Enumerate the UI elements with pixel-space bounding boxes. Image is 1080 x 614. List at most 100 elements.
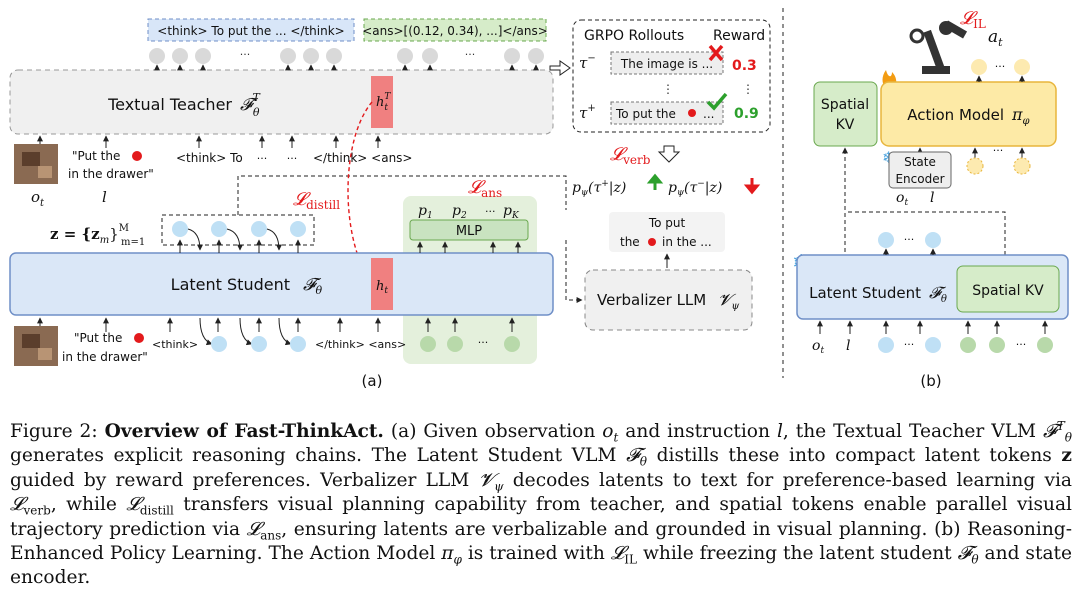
strawberry-icon-4: [648, 238, 656, 246]
caption-verb-sym: 𝓥: [478, 469, 495, 491]
caption-s3: , the Textual Teacher VLM: [782, 421, 1037, 442]
instr-label-teacher: l: [102, 188, 107, 206]
caption-teacher-sup: T: [1056, 418, 1065, 433]
verbalizer-label: Verbalizer LLM: [597, 291, 706, 309]
reward-pos: 0.9: [734, 106, 759, 122]
think-output-box: [147, 18, 355, 42]
action-output-label: at: [988, 27, 1003, 49]
action-model-block: [880, 81, 1057, 147]
kv-connector-2: [845, 211, 1006, 262]
dots-8: ···: [904, 233, 915, 246]
pk-label: pK: [503, 203, 520, 221]
caption-l: l: [776, 421, 783, 442]
spatial-kv-large: [956, 265, 1060, 313]
dots-p: ···: [485, 205, 496, 218]
action-output-tokens: [971, 59, 1030, 75]
student-think-open: <think>: [152, 338, 198, 351]
action-model-label: Action Model: [907, 106, 1004, 124]
obs-label-b: ot: [896, 190, 908, 208]
student-hidden-state: [371, 258, 393, 310]
strawberry-icon: [132, 151, 142, 161]
caption-label: Figure 2:: [10, 421, 98, 442]
instruction-teacher-1: "Put the: [72, 149, 120, 163]
student-b-spatial-inputs: [960, 337, 1053, 353]
spatial-tokens-input: [420, 336, 520, 352]
caption-student-sym: 𝓕: [626, 445, 640, 467]
figure-diagram: <think> To put the ... </think> <ans>[(0…: [9, 8, 1069, 390]
caption-pi: π: [441, 543, 454, 565]
verbalizer-llm-block: [584, 269, 753, 331]
rollout-pos-box: [610, 101, 724, 125]
caption-s2: and instruction: [625, 421, 770, 442]
ans-output-text: <ans>[(0.12, 0.34), ...]</ans>: [362, 24, 548, 38]
caption-s8: , while: [50, 494, 117, 516]
dots-6: ···: [995, 60, 1006, 73]
student-b-output-tokens: [878, 232, 941, 248]
vdots-2: ⋮: [742, 82, 754, 96]
up-arrow-green: [646, 173, 664, 190]
dots-5: ···: [478, 336, 489, 349]
mlp-label: MLP: [456, 224, 482, 239]
caption-student-sub2: θ: [971, 552, 979, 567]
action-model-symbol: πφ: [1011, 105, 1030, 127]
spatial-kv-small-2: KV: [836, 117, 855, 133]
dots-7: ···: [993, 144, 1004, 157]
figure-caption: Figure 2: Overview of Fast-ThinkAct. (a)…: [10, 418, 1073, 589]
obs-label-b2: ot: [812, 338, 824, 356]
latent-student-block: [9, 252, 554, 316]
instruction-teacher-2: in the drawer": [68, 167, 154, 181]
dots-3: ···: [257, 152, 268, 165]
student-think-ans: </think> <ans>: [315, 338, 406, 351]
verb-down-arrow: [657, 145, 681, 163]
ans-output-box: [363, 18, 547, 42]
grpo-input-arrow: [549, 60, 571, 76]
caption-verb-sub: ψ: [494, 479, 504, 494]
dots-4: ···: [287, 152, 298, 165]
loss-ans-label: 𝓛ans: [468, 177, 502, 200]
prob-pos: pψ(τ+|z): [572, 179, 626, 198]
vdots-1: ⋮: [662, 82, 674, 96]
verbalized-1: To put: [648, 216, 686, 230]
caption-title: Overview of Fast-ThinkAct.: [104, 421, 384, 442]
strawberry-icon-2: [134, 333, 144, 343]
think-output-text: <think> To put the ... </think>: [157, 24, 344, 38]
caption-s6: guided by reward preferences. Verbalizer…: [10, 469, 470, 491]
panel-b-label: (b): [920, 372, 941, 390]
dots-10: ···: [1016, 338, 1027, 351]
caption-s7: decodes latents to text for preference-b…: [512, 469, 1073, 491]
latent-student-b-label: Latent Student: [809, 284, 921, 302]
student-output-arrows: [37, 228, 521, 346]
reward-neg: 0.3: [732, 58, 757, 74]
teacher-think-to: <think> To: [176, 151, 243, 165]
teacher-hidden-state: [371, 76, 393, 128]
student-b-arrows: [817, 248, 1048, 334]
spatial-kv-small: [813, 81, 878, 147]
caption-s4: generates explicit reasoning chains. The…: [10, 445, 617, 467]
caption-pi-sub: φ: [453, 552, 462, 567]
distill-connector: [237, 175, 567, 215]
caption-lverb-sym: 𝓛: [10, 494, 24, 516]
caption-ot-sub: t: [613, 430, 619, 445]
verbalized-3: in the ...: [662, 235, 712, 249]
teacher-output-arrows: [37, 64, 539, 148]
latent-student-label: Latent Student: [171, 275, 290, 294]
obs-label-teacher: ot: [31, 188, 45, 209]
mlp-block: [409, 219, 529, 241]
loss-il-label: 𝓛IL: [960, 8, 986, 31]
panel-a-label: (a): [362, 372, 383, 390]
tau-neg: τ−: [579, 53, 596, 72]
caption-lverb-sub: verb: [23, 503, 51, 518]
instruction-student-2: in the drawer": [62, 350, 148, 364]
caption-student-sub: θ: [639, 455, 648, 470]
rollout-pos-text-1: To put the: [615, 107, 676, 121]
caption-s9: transfers visual planning capability fro…: [10, 494, 1073, 540]
caption-student-sym2: 𝓕: [957, 543, 972, 565]
caption-s11: is trained with: [467, 543, 605, 565]
teacher-think-ans: </think> <ans>: [313, 151, 413, 165]
spatial-kv-large-label: Spatial KV: [972, 283, 1044, 299]
caption-s10: , ensuring latents are verbalizable and …: [10, 518, 1072, 565]
caption-ldistill-sym: 𝓛: [126, 494, 140, 516]
rollout-neg-text: The image is ...: [620, 57, 713, 71]
state-encoder-1: State: [904, 155, 936, 169]
verbalized-text-box: [609, 212, 725, 252]
